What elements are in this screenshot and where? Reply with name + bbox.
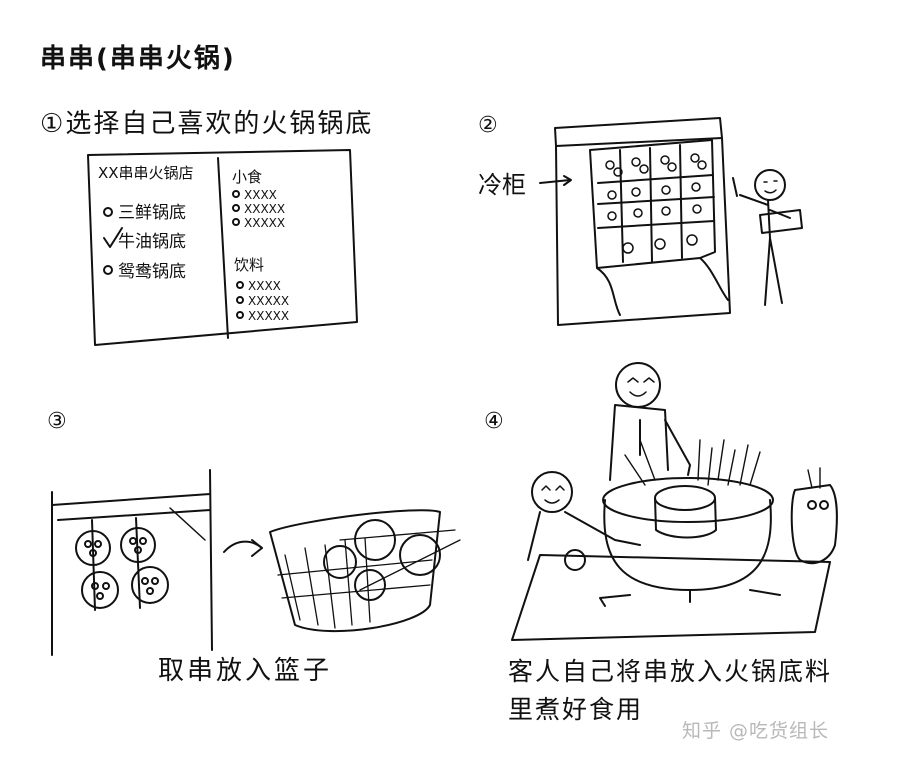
bullet-icon bbox=[232, 204, 240, 212]
snack-item: XXXXX bbox=[244, 202, 285, 216]
soup-base-item-selected: 牛油锅底 bbox=[118, 232, 186, 252]
table bbox=[511, 554, 831, 641]
bullet-icon bbox=[236, 296, 244, 304]
step-1-heading: ①选择自己喜欢的火锅锅底 bbox=[40, 103, 373, 140]
step-1-text: 选择自己喜欢的火锅锅底 bbox=[65, 109, 374, 139]
basket bbox=[269, 509, 461, 633]
step-4-number: ④ bbox=[484, 409, 504, 434]
step-1-number: ① bbox=[40, 109, 66, 139]
radio-icon bbox=[103, 265, 113, 275]
drink-item: XXXXX bbox=[248, 294, 289, 308]
bullet-icon bbox=[236, 281, 244, 289]
drinks-heading: 饮料 bbox=[234, 256, 264, 274]
sitting-diner bbox=[527, 471, 641, 561]
soup-base-list: 三鲜锅底 牛油锅底 鸳鸯锅底 bbox=[103, 203, 186, 282]
step-4-caption-line2: 里煮好食用 bbox=[508, 695, 644, 724]
menu-shop-name: XX串串火锅店 bbox=[98, 164, 194, 182]
bullet-icon bbox=[232, 190, 240, 198]
customer-figure bbox=[732, 169, 803, 306]
radio-icon bbox=[103, 207, 113, 217]
bullet-icon bbox=[236, 311, 244, 319]
page-title: 串串(串串火锅) bbox=[40, 44, 236, 74]
snack-item: XXXXX bbox=[244, 216, 285, 230]
bullet-icon bbox=[232, 218, 240, 226]
lotus-skewer bbox=[75, 519, 119, 611]
fridge-label: 冷柜 bbox=[478, 171, 526, 199]
soup-base-item: 三鲜锅底 bbox=[118, 203, 186, 223]
arrow-head-icon bbox=[563, 175, 572, 186]
step-2-number: ② bbox=[478, 113, 498, 138]
step-4-caption-line1: 客人自己将串放入火锅底料 bbox=[508, 657, 833, 686]
cooler-shelf bbox=[51, 469, 213, 656]
step-3-number: ③ bbox=[47, 409, 67, 434]
step-3-caption: 取串放入篮子 bbox=[158, 656, 333, 686]
snack-item: XXXX bbox=[244, 188, 277, 202]
hotpot bbox=[599, 439, 781, 607]
arrow bbox=[539, 179, 571, 184]
checkmark-icon bbox=[103, 227, 123, 248]
tongs-icon bbox=[732, 177, 738, 197]
arrow-head-icon bbox=[251, 539, 263, 557]
drink-item: XXXXX bbox=[248, 309, 289, 323]
sauce-bowl bbox=[564, 549, 586, 571]
drink-bottle bbox=[790, 467, 838, 565]
soup-base-item: 鸳鸯锅底 bbox=[118, 262, 186, 282]
watermark: 知乎 @吃货组长 bbox=[682, 720, 830, 742]
fridge bbox=[554, 117, 731, 326]
lotus-skewer bbox=[120, 517, 169, 609]
menu-card: XX串串火锅店 三鲜锅底 牛油锅底 鸳鸯锅底 小食 XXXX XXXXX XXX… bbox=[87, 149, 358, 346]
basket-icon bbox=[759, 209, 803, 234]
standing-diner bbox=[609, 362, 691, 481]
drink-item: XXXX bbox=[248, 279, 281, 293]
snacks-heading: 小食 bbox=[232, 168, 262, 186]
